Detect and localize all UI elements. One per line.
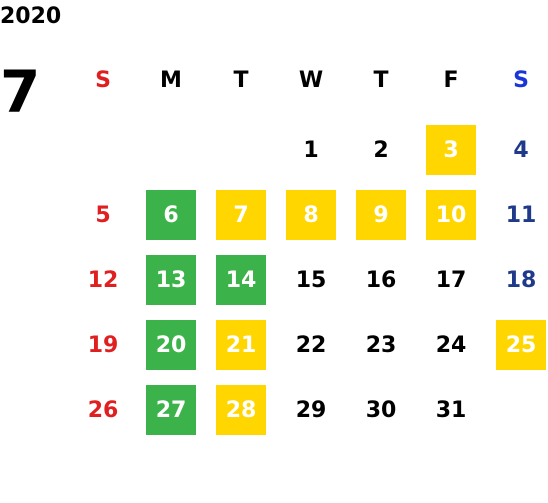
day-cell-5[interactable]: 5 (95, 202, 111, 228)
day-cell-13[interactable]: 13 (146, 255, 196, 305)
day-cell-20[interactable]: 20 (146, 320, 196, 370)
day-cell-24[interactable]: 24 (435, 332, 467, 358)
day-cell-16[interactable]: 16 (365, 267, 397, 293)
day-cell-23[interactable]: 23 (365, 332, 397, 358)
day-cell-3[interactable]: 3 (426, 125, 476, 175)
month-number: 7 (0, 58, 41, 126)
day-cell-29[interactable]: 29 (295, 397, 327, 423)
day-cell-10[interactable]: 10 (426, 190, 476, 240)
day-cell-6[interactable]: 6 (146, 190, 196, 240)
day-cell-12[interactable]: 12 (87, 267, 119, 293)
weekday-header-mon: M (160, 68, 182, 93)
day-cell-9[interactable]: 9 (356, 190, 406, 240)
day-cell-21[interactable]: 21 (216, 320, 266, 370)
day-cell-26[interactable]: 26 (87, 397, 119, 423)
day-cell-7[interactable]: 7 (216, 190, 266, 240)
day-cell-4[interactable]: 4 (513, 137, 529, 163)
weekday-header-fri: F (443, 68, 459, 93)
day-cell-17[interactable]: 17 (435, 267, 467, 293)
day-cell-31[interactable]: 31 (435, 397, 467, 423)
weekday-header-wed: W (298, 68, 324, 93)
day-cell-8[interactable]: 8 (286, 190, 336, 240)
day-cell-25[interactable]: 25 (496, 320, 546, 370)
weekday-header-sat: S (513, 68, 529, 93)
day-cell-14[interactable]: 14 (216, 255, 266, 305)
weekday-header-thu: T (373, 68, 389, 93)
day-cell-28[interactable]: 28 (216, 385, 266, 435)
weekday-header-sun: S (95, 68, 111, 93)
day-cell-2[interactable]: 2 (373, 137, 389, 163)
year-label: 2020 (0, 4, 62, 29)
day-cell-11[interactable]: 11 (505, 202, 537, 228)
day-cell-15[interactable]: 15 (295, 267, 327, 293)
day-cell-22[interactable]: 22 (295, 332, 327, 358)
day-cell-18[interactable]: 18 (505, 267, 537, 293)
day-cell-30[interactable]: 30 (365, 397, 397, 423)
day-cell-27[interactable]: 27 (146, 385, 196, 435)
day-cell-19[interactable]: 19 (87, 332, 119, 358)
weekday-header-tue: T (233, 68, 249, 93)
day-cell-1[interactable]: 1 (303, 137, 319, 163)
